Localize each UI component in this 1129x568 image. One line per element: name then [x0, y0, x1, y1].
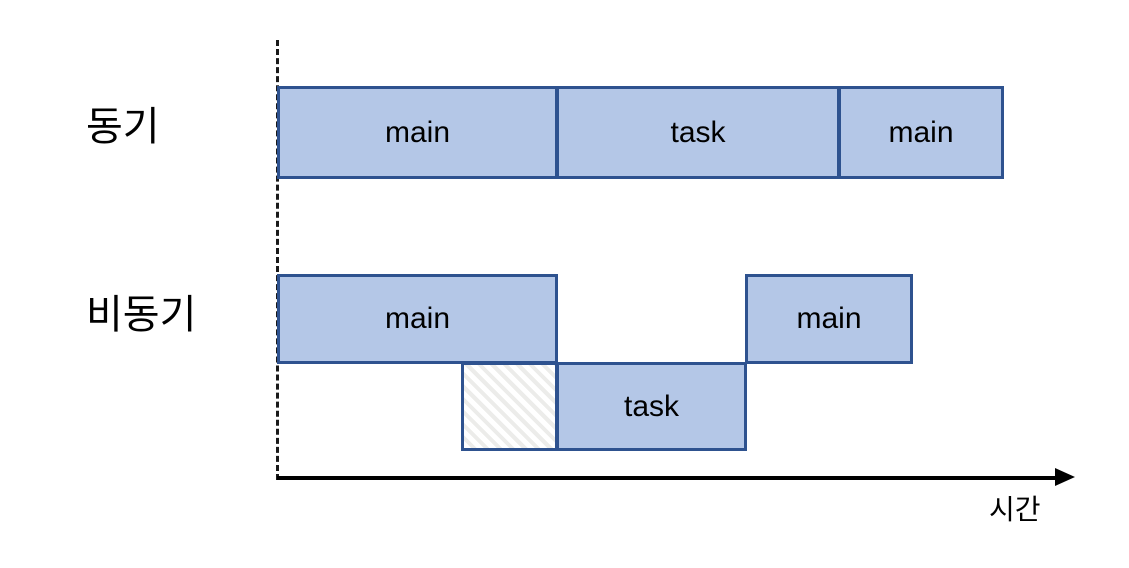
- block-label: task: [670, 115, 726, 149]
- sync-block-task: task: [556, 86, 840, 179]
- async-block-task: task: [556, 362, 747, 451]
- sync-block-main-second: main: [838, 86, 1004, 179]
- block-label: main: [384, 115, 451, 149]
- async-block-main-first: main: [277, 274, 558, 364]
- block-label: task: [623, 389, 680, 423]
- arrow-right-icon: [1055, 468, 1075, 486]
- async-block-main-second: main: [745, 274, 913, 364]
- row-label-async: 비동기: [86, 293, 197, 337]
- time-axis-label: 시간: [989, 494, 1041, 525]
- block-label: main: [796, 302, 862, 335]
- block-label: main: [384, 302, 451, 335]
- sync-block-main-first: main: [277, 86, 558, 179]
- async-block-waiting-hatched: [461, 362, 558, 451]
- dashed-origin-line-icon: [276, 40, 279, 480]
- time-axis-line: [277, 476, 1062, 480]
- row-label-sync: 동기: [86, 105, 160, 149]
- block-label: main: [888, 115, 954, 149]
